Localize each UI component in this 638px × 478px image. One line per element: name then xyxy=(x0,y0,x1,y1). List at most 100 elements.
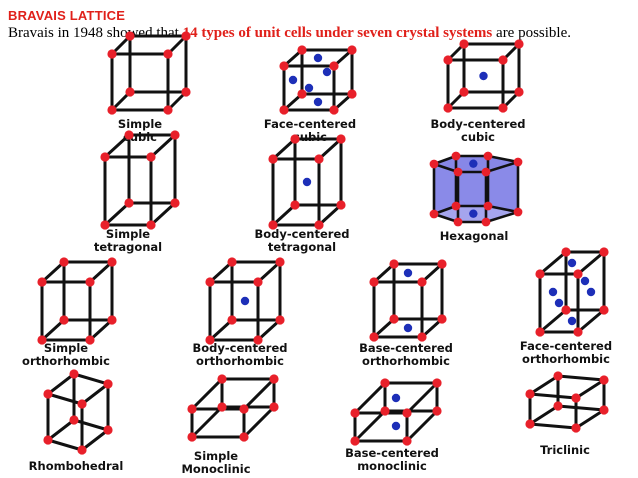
corner-atom xyxy=(329,61,339,71)
lattice-caption: Simple xyxy=(118,117,162,131)
cell-edge xyxy=(190,405,224,439)
corner-atom xyxy=(268,220,278,230)
lattice-caption: tetragonal xyxy=(94,240,162,254)
corner-atom xyxy=(268,154,278,164)
lattice-caption: Simple xyxy=(106,227,150,241)
corner-atom xyxy=(336,200,346,210)
corner-atom xyxy=(170,198,180,208)
corner-atom xyxy=(275,257,285,267)
corner-atom xyxy=(451,151,461,161)
cell-edge xyxy=(528,404,560,426)
corner-atom xyxy=(124,130,134,140)
lattice-caption: orthorhombic xyxy=(22,354,110,368)
lattice-caption: Base-centered xyxy=(345,446,439,460)
cell-edge xyxy=(208,318,234,342)
corner-atom xyxy=(513,157,523,167)
corner-atom xyxy=(451,201,461,211)
corner-atom xyxy=(380,378,390,388)
corner-atom xyxy=(459,39,469,49)
corner-atom xyxy=(269,374,279,384)
corner-atom xyxy=(181,31,191,41)
corner-atom xyxy=(314,154,324,164)
cell-edge xyxy=(46,418,76,442)
corner-atom xyxy=(100,152,110,162)
inner-atom xyxy=(302,177,312,187)
cell-edge xyxy=(528,374,560,396)
inner-atom xyxy=(304,83,314,93)
corner-atom xyxy=(227,315,237,325)
cell-edge xyxy=(271,203,297,227)
corner-atom xyxy=(43,389,53,399)
cell-edge xyxy=(40,318,66,342)
corner-atom xyxy=(59,315,69,325)
lattice-caption: orthorhombic xyxy=(362,354,450,368)
corner-atom xyxy=(85,277,95,287)
lattice-caption: Base-centered xyxy=(359,341,453,355)
lattice-caption: orthorhombic xyxy=(196,354,284,368)
lattice-caption: tetragonal xyxy=(268,240,336,254)
inner-atom xyxy=(586,287,596,297)
lattice-caption: orthorhombic xyxy=(522,352,610,366)
cell-edge xyxy=(72,372,110,386)
corner-atom xyxy=(163,105,173,115)
corner-atom xyxy=(561,305,571,315)
corner-atom xyxy=(227,257,237,267)
corner-atom xyxy=(239,404,249,414)
cell-edge xyxy=(487,204,519,214)
corner-atom xyxy=(571,423,581,433)
corner-atom xyxy=(163,49,173,59)
corner-atom xyxy=(514,87,524,97)
corner-atom xyxy=(525,419,535,429)
inner-atom xyxy=(240,296,250,306)
corner-atom xyxy=(77,399,87,409)
corner-atom xyxy=(437,259,447,269)
cell-edge xyxy=(528,422,578,430)
corner-atom xyxy=(432,378,442,388)
corner-atom xyxy=(69,415,79,425)
corner-atom xyxy=(187,404,197,414)
lattice-caption: Face-centered xyxy=(264,117,356,131)
cell-edge xyxy=(485,160,519,174)
corner-atom xyxy=(481,167,491,177)
corner-atom xyxy=(297,45,307,55)
inner-atom xyxy=(469,159,478,168)
cell-edge xyxy=(46,438,84,452)
cell-edge xyxy=(80,428,110,452)
corner-atom xyxy=(253,335,263,345)
corner-atom xyxy=(599,247,609,257)
corner-atom xyxy=(553,401,563,411)
corner-atom xyxy=(107,105,117,115)
corner-atom xyxy=(103,425,113,435)
cell-edge xyxy=(405,409,439,443)
corner-atom xyxy=(347,45,357,55)
inner-atom xyxy=(403,323,413,333)
cell-edge xyxy=(405,381,439,415)
corner-atom xyxy=(417,332,427,342)
cell-edge xyxy=(88,318,114,342)
cell-edge xyxy=(556,404,606,412)
inner-atom xyxy=(391,393,401,403)
cell-edge xyxy=(528,392,578,400)
corner-atom xyxy=(336,134,346,144)
inner-atom xyxy=(567,258,577,268)
corner-atom xyxy=(275,315,285,325)
corner-atom xyxy=(85,335,95,345)
inner-atom xyxy=(403,268,413,278)
corner-atom xyxy=(314,220,324,230)
corner-atom xyxy=(432,406,442,416)
corner-atom xyxy=(181,87,191,97)
corner-atom xyxy=(59,257,69,267)
lattice-caption: cubic xyxy=(461,130,495,144)
lattice-caption: Face-centered xyxy=(520,339,612,353)
corner-atom xyxy=(369,332,379,342)
corner-atom xyxy=(453,217,463,227)
inner-atom xyxy=(469,209,478,218)
corner-atom xyxy=(297,89,307,99)
corner-atom xyxy=(525,389,535,399)
corner-atom xyxy=(37,277,47,287)
